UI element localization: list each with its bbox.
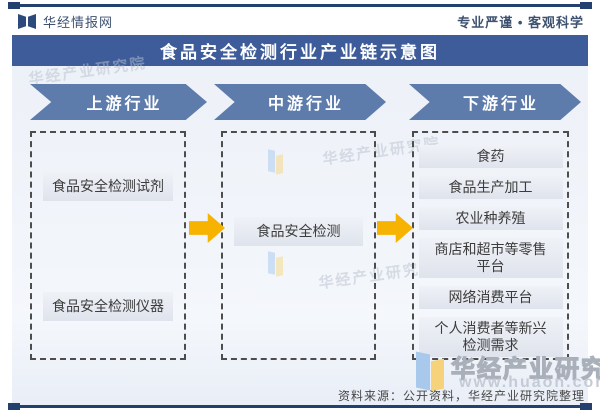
downstream-item: 个人消费者等新兴检测需求 (418, 317, 563, 357)
downstream-item: 农业种养殖 (418, 207, 563, 230)
midstream-item: 食品安全检测 (233, 217, 364, 246)
downstream-item: 食药 (418, 145, 563, 168)
downstream-item-label: 农业种养殖 (455, 210, 526, 226)
upstream-group-box: 食品安全检测试剂 食品安全检测仪器 (30, 131, 186, 360)
huajing-logo-icon (18, 14, 36, 29)
brand: 华经情报网 (18, 12, 113, 31)
midstream-group-box: 食品安全检测 (221, 131, 376, 360)
downstream-item-label: 食品生产加工 (448, 179, 533, 195)
source-note: 资料来源：公开资料，华经产业研究院整理 (337, 389, 585, 403)
downstream-item: 食品生产加工 (418, 176, 563, 199)
downstream-item-label: 网络消费平台 (448, 289, 533, 305)
stage-banner-downstream: 下游行业 (409, 84, 581, 120)
brand-tagline: 专业严谨 • 客观科学 (457, 15, 584, 30)
watermark-org-name: 华经产业研究院 (450, 355, 600, 383)
brand-name: 华经情报网 (43, 15, 114, 30)
upstream-item: 食品安全检测仪器 (42, 292, 174, 321)
page-title: 食品安全检测行业产业链示意图 (12, 35, 588, 66)
watermark-url: www.huaon.com (459, 374, 600, 391)
downstream-item: 网络消费平台 (418, 286, 563, 309)
stage-banner-upstream: 上游行业 (30, 84, 207, 120)
downstream-item-label: 个人消费者等新兴检测需求 (434, 320, 547, 353)
top-border-rule (8, 2, 592, 9)
downstream-item: 商店和超市等零售平台 (418, 238, 563, 278)
downstream-item-label: 商店和超市等零售平台 (434, 241, 547, 274)
stage-banner-midstream: 中游行业 (214, 84, 386, 120)
upstream-item: 食品安全检测试剂 (42, 172, 174, 201)
downstream-list: 食药 食品生产加工 农业种养殖 商店和超市等零售平台 网络消费平台 个人消费者等… (414, 145, 567, 357)
downstream-group-box: 食药 食品生产加工 农业种养殖 商店和超市等零售平台 网络消费平台 个人消费者等… (412, 131, 569, 360)
bottom-border-rule (8, 403, 592, 410)
downstream-item-label: 食药 (476, 148, 505, 164)
